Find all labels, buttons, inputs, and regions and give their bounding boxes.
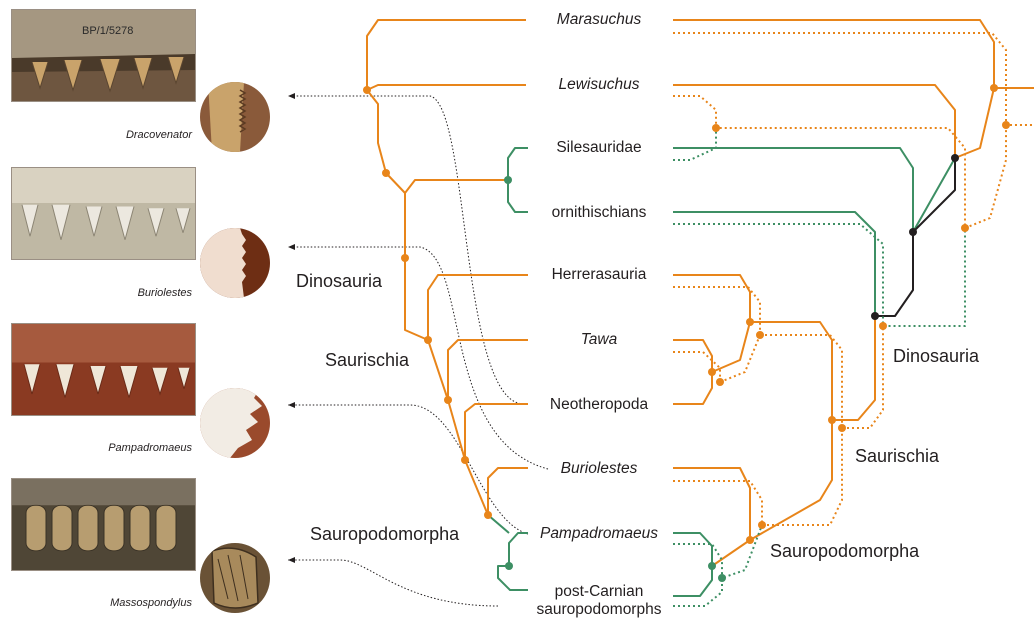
clade-saurischia-left: Saurischia — [325, 350, 409, 370]
right-tree-dotted — [673, 33, 1034, 606]
taxon-herrerasauria: Herrerasauria — [552, 266, 647, 284]
branch-sauropodomorpha — [488, 515, 509, 533]
left-tree — [367, 20, 528, 590]
rd-saurischia — [842, 326, 883, 428]
r-pampadromaeus — [673, 533, 712, 566]
clade-dinosauria-right: Dinosauria — [893, 346, 979, 366]
branch-sauropodomorpha-stem — [465, 460, 488, 515]
rd-lewisuchus — [673, 96, 965, 228]
link-pampadromaeus — [288, 405, 528, 534]
branch-eusaurischia — [448, 400, 465, 460]
branch-herrerasauria — [428, 275, 528, 340]
right-tree-solid — [673, 20, 1034, 596]
r-herrerasauria — [673, 275, 750, 322]
rd-marasuchus — [673, 33, 1034, 125]
rd-buriolestes — [673, 481, 762, 525]
branch-saurischia-inner — [428, 340, 448, 400]
clade-sauropodomorpha-left: Sauropodomorpha — [310, 524, 459, 544]
r-dinosauria-link — [875, 232, 913, 316]
r-ornithischians — [673, 212, 875, 316]
taxon-tawa: Tawa — [581, 331, 617, 349]
r-dinosauriformes — [955, 88, 994, 158]
branch-marasuchus — [367, 20, 526, 173]
branch-tawa — [448, 340, 528, 400]
rd-theropoda — [760, 335, 842, 428]
rd-pampadromaeus — [673, 544, 722, 578]
clade-saurischia-right: Saurischia — [855, 446, 939, 466]
clade-dinosauria-left: Dinosauria — [296, 271, 382, 291]
branch-to-ornithischia — [405, 180, 508, 193]
taxon-silesauridae: Silesauridae — [556, 139, 641, 157]
taxon-post-carnian: post-Carnian — [555, 583, 644, 601]
taxon-ornithischians: ornithischians — [552, 204, 647, 222]
taxon-pampadromaeus: Pampadromaeus — [540, 525, 658, 543]
left-tree-nodes — [363, 86, 513, 570]
r-marasuchus — [673, 20, 1034, 88]
r-saurischia — [832, 316, 875, 420]
branch-post-carnian — [498, 533, 528, 590]
rd-silesauridae — [673, 128, 716, 160]
taxon-neotheropoda: Neotheropoda — [550, 396, 648, 414]
branch-buriolestes — [488, 468, 528, 515]
taxon-sauropodomorphs: sauropodomorphs — [537, 601, 662, 619]
r-silesauridae — [673, 148, 955, 232]
branch-neotheropoda — [465, 404, 528, 460]
r-post-carnian — [673, 566, 712, 596]
taxon-lewisuchus: Lewisuchus — [559, 76, 640, 94]
taxon-buriolestes: Buriolestes — [561, 460, 638, 478]
rd-dinosauria-root — [965, 125, 1006, 228]
taxon-marasuchus: Marasuchus — [557, 11, 641, 29]
clade-sauropodomorpha-right: Sauropodomorpha — [770, 541, 919, 561]
branch-lewisuchus — [367, 85, 526, 90]
rd-herrerasauria — [673, 287, 760, 335]
link-sauropodomorphs — [288, 560, 498, 606]
